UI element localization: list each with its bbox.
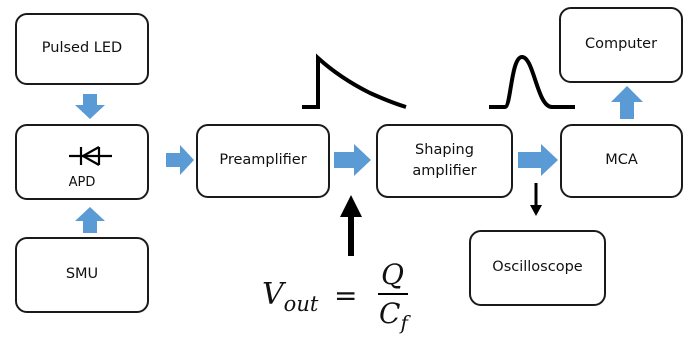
equation-lhs: Vout [262, 277, 318, 316]
photodiode-icon [69, 146, 112, 166]
shaping-amplifier-block: Shaping amplifier [376, 124, 513, 198]
shaping-amplifier-label-line2: amplifier [412, 163, 477, 179]
apd-block: APD [15, 124, 149, 200]
oscilloscope-label: Oscilloscope [492, 259, 583, 276]
equation-denominator-base: C [379, 297, 401, 330]
arrow-apd-to-preamp [166, 145, 194, 175]
arrow-equation-to-preamp-output [340, 195, 362, 256]
smu-block: SMU [15, 237, 149, 313]
equation-lhs-subscript: out [283, 292, 319, 316]
pulsed-led-block: Pulsed LED [15, 13, 149, 85]
pulsed-led-label: Pulsed LED [41, 40, 123, 57]
shaping-amplifier-label-line1: Shaping [415, 141, 474, 158]
equation-numerator: Q [381, 258, 404, 291]
smu-label: SMU [65, 266, 99, 283]
equation-denominator: Cf [379, 297, 408, 335]
equation-lhs-base: V [262, 277, 284, 312]
preamplifier-block: Preamplifier [196, 124, 330, 198]
oscilloscope-block: Oscilloscope [469, 230, 606, 306]
arrow-preamp-to-shaper [334, 144, 371, 176]
computer-block: Computer [559, 7, 683, 83]
arrow-to-oscilloscope [530, 183, 542, 216]
arrow-led-to-apd [75, 94, 105, 119]
mca-label: MCA [605, 152, 638, 169]
computer-label: Computer [584, 36, 658, 53]
mca-block: MCA [560, 124, 683, 198]
equation-denominator-subscript: f [400, 310, 408, 335]
apd-label: APD [68, 175, 96, 191]
equation-equals: = [334, 279, 358, 312]
shaper-output-pulse [489, 54, 575, 109]
preamp-output-pulse [302, 53, 407, 109]
arrow-mca-to-computer [611, 86, 643, 119]
arrow-shaper-to-mca [518, 144, 558, 176]
preamplifier-label: Preamplifier [219, 152, 307, 169]
arrow-smu-to-apd [75, 207, 105, 233]
equation-fraction-bar [378, 293, 408, 295]
